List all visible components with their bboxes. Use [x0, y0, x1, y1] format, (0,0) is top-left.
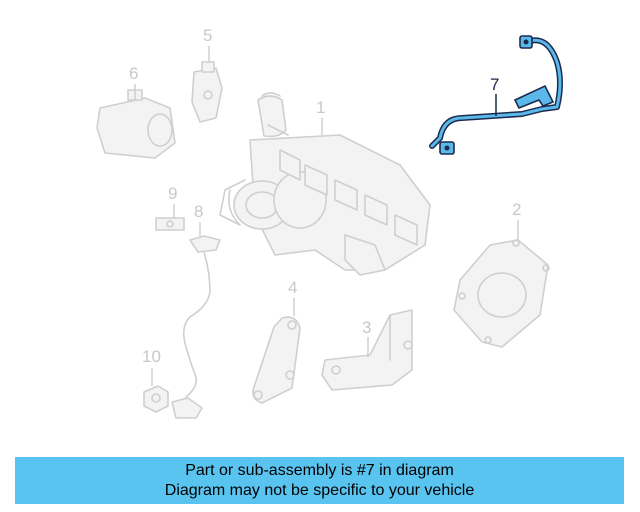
- banner-line-2: Diagram may not be specific to your vehi…: [164, 482, 475, 499]
- part-1-turbocharger: [219, 92, 431, 276]
- part-3-bracket: [321, 309, 413, 391]
- part-9-gasket: [155, 217, 185, 231]
- info-banner: Part or sub-assembly is #7 in diagram Di…: [15, 457, 624, 504]
- part-2-gasket: [453, 239, 550, 348]
- callout-4: 4: [288, 278, 297, 297]
- part-7-hose-highlighted: [429, 35, 563, 155]
- callout-8: 8: [194, 202, 203, 221]
- callout-2: 2: [512, 200, 521, 219]
- banner-line-1: Part or sub-assembly is #7 in diagram: [185, 462, 454, 479]
- callout-1: 1: [316, 98, 325, 117]
- callout-5: 5: [203, 26, 212, 45]
- part-10-gasket: [143, 385, 169, 413]
- part-5-valve: [191, 61, 223, 123]
- callout-3: 3: [362, 318, 371, 337]
- callout-9: 9: [168, 184, 177, 203]
- callout-10: 10: [142, 347, 161, 366]
- callout-7: 7: [490, 75, 499, 94]
- callout-6: 6: [129, 64, 138, 83]
- part-4-support: [252, 316, 301, 404]
- part-8-oil-line: [171, 235, 221, 419]
- part-6-actuator: [96, 89, 176, 159]
